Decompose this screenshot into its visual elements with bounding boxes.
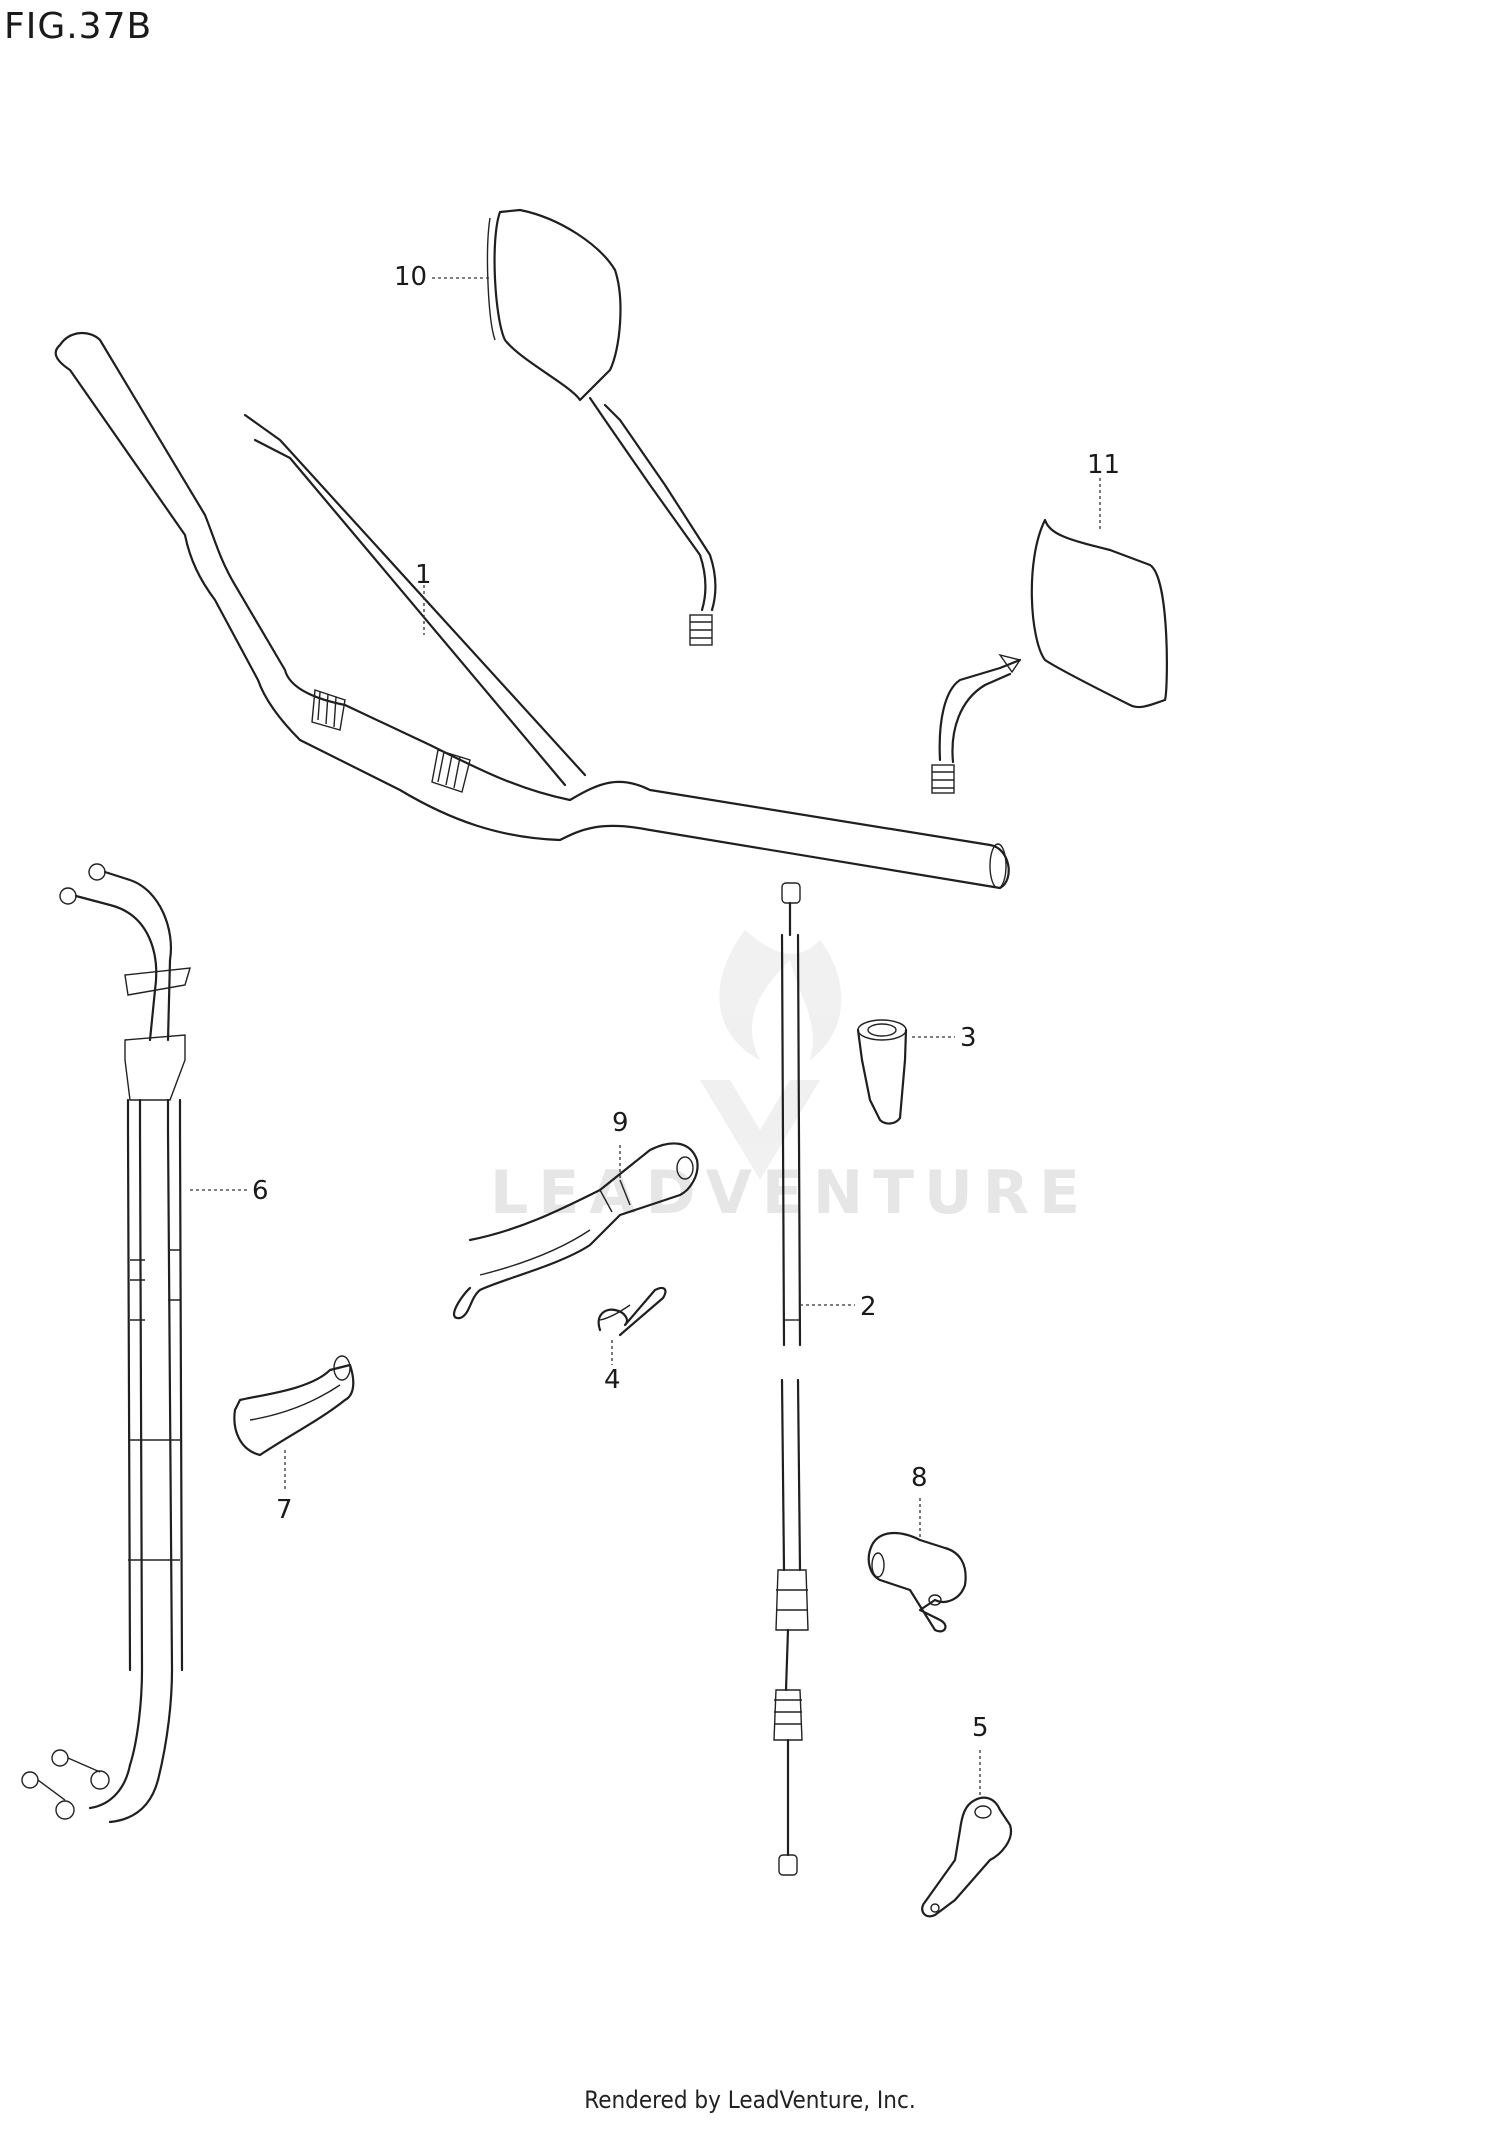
- callout-4: 4: [604, 1365, 621, 1395]
- throttle-cable-part[interactable]: [21, 863, 191, 1824]
- clutch-cable-part[interactable]: [773, 882, 809, 1876]
- watermark-text: LEADVENTURE: [490, 1158, 1090, 1228]
- watermark-logo: [700, 930, 842, 1180]
- cable-guide-part[interactable]: [233, 1355, 355, 1457]
- mirror-left-part[interactable]: [486, 208, 717, 646]
- figure-title: FIG.37B: [4, 6, 153, 47]
- handlebar-part[interactable]: [54, 332, 1010, 890]
- mirror-right-part[interactable]: [931, 518, 1168, 794]
- callout-2: 2: [860, 1292, 877, 1322]
- callout-6: 6: [252, 1176, 269, 1206]
- callout-10: 10: [394, 262, 428, 292]
- callout-5: 5: [972, 1713, 989, 1743]
- lever-holder-part[interactable]: [867, 1532, 967, 1633]
- callout-8: 8: [911, 1463, 928, 1493]
- lever-bracket-part[interactable]: [921, 1796, 1013, 1918]
- cable-boot-part[interactable]: [856, 1019, 908, 1125]
- callout-7: 7: [276, 1495, 293, 1525]
- clip-part[interactable]: [597, 1286, 667, 1337]
- callout-1: 1: [415, 560, 432, 590]
- cable-clamp-part[interactable]: [453, 1142, 699, 1320]
- callout-11: 11: [1087, 450, 1121, 480]
- callout-3: 3: [960, 1023, 977, 1053]
- footer-credit: Rendered by LeadVenture, Inc.: [584, 2086, 916, 2114]
- callout-9: 9: [612, 1108, 629, 1138]
- leader-lines: [190, 277, 1101, 1795]
